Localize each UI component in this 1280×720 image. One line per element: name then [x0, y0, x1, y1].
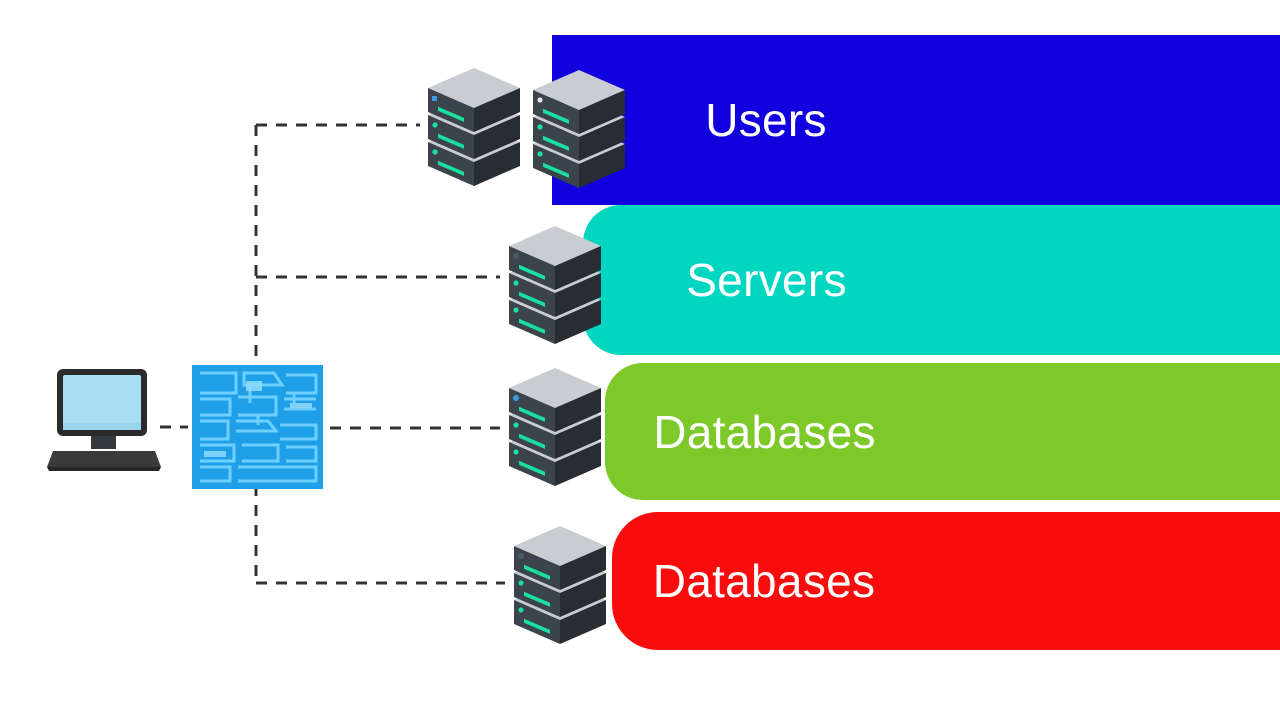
server-stack-servers[interactable] [503, 218, 607, 348]
server-stack-users-a[interactable] [422, 60, 526, 190]
row-label-users: Users [705, 94, 827, 146]
row-bar-users[interactable]: Users [552, 35, 1280, 205]
row-label-databases-green: Databases [653, 405, 876, 458]
row-bar-databases-red[interactable]: Databases [612, 512, 1280, 650]
server-stack-users-b[interactable] [527, 62, 631, 192]
row-label-databases-red: Databases [652, 555, 876, 607]
row-bar-databases-green[interactable]: Databases [605, 363, 1280, 500]
computer-monitor-icon[interactable] [45, 365, 163, 475]
row-bar-servers[interactable]: Servers [583, 205, 1280, 355]
server-stack-databases-green[interactable] [503, 360, 607, 490]
row-label-servers: Servers [686, 254, 847, 306]
server-stack-databases-red[interactable] [508, 518, 612, 648]
network-firewall-icon[interactable] [190, 363, 325, 491]
